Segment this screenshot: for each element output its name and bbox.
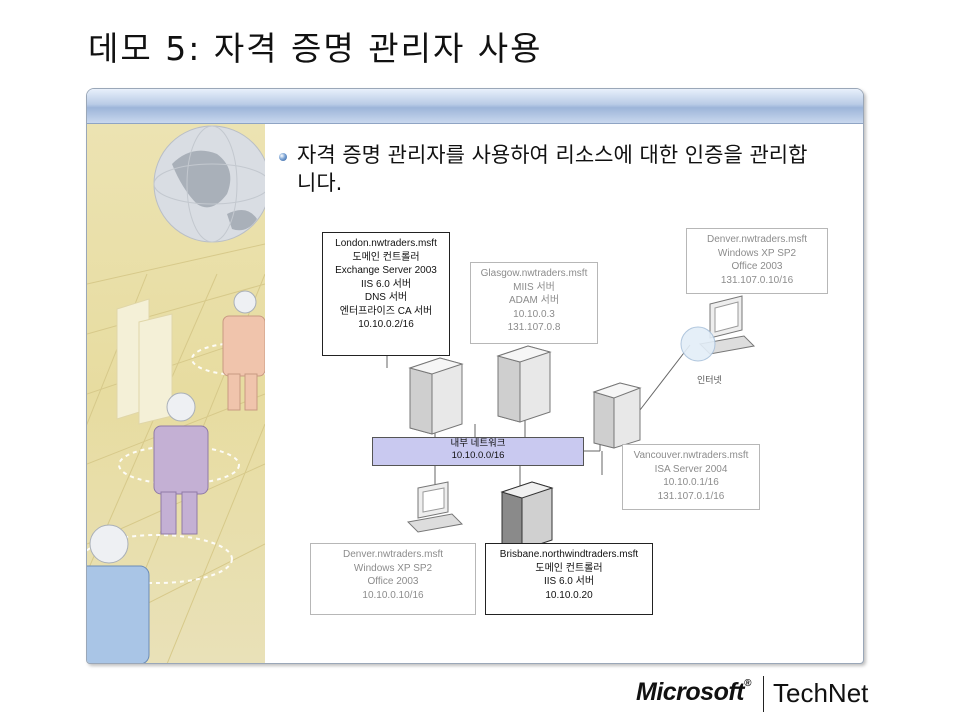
label-line: Glasgow.nwtraders.msft: [480, 268, 588, 279]
label-line: Denver.nwtraders.msft: [342, 549, 444, 560]
label-line: 10.10.0.2/16: [358, 319, 414, 330]
workstation-label-denver-bottom: Denver.nwtraders.msft Windows XP SP2 Off…: [310, 543, 476, 615]
label-line: MIIS 서버: [513, 281, 555, 293]
label-line: Vancouver.nwtraders.msft: [633, 450, 749, 461]
microsoft-logo-text: Microsoft: [636, 678, 745, 706]
label-line: ISA Server 2004: [654, 463, 728, 475]
label-line: DNS 서버: [364, 292, 408, 303]
label-line: ADAM 서버: [508, 295, 560, 306]
server-label-london: London.nwtraders.msft 도메인 컨트롤러 Exchange …: [322, 232, 450, 356]
label-line: Exchange Server 2003: [335, 265, 437, 276]
bullet-icon: [279, 153, 287, 161]
registered-mark: ®: [744, 678, 751, 689]
internet-label: 인터넷: [697, 375, 722, 385]
label-line: 10.10.0.20: [545, 589, 593, 601]
label-line: Windows XP SP2: [717, 247, 797, 259]
label-line: Office 2003: [731, 261, 783, 272]
server-label-glasgow: Glasgow.nwtraders.msft MIIS 서버 ADAM 서버 1…: [470, 262, 598, 344]
technet-logo: TechNet: [773, 678, 869, 708]
label-line: Brisbane.northwindtraders.msft: [499, 549, 639, 560]
bullet-text: 자격 증명 관리자를 사용하여 리소스에 대한 인증을 관리합니다.: [297, 143, 808, 195]
label-line: IIS 6.0 서버: [360, 278, 412, 290]
label-line: 도메인 컨트롤러: [352, 251, 420, 263]
label-line: London.nwtraders.msft: [335, 238, 437, 249]
workstation-label-denver-top: Denver.nwtraders.msft Windows XP SP2 Off…: [686, 228, 828, 294]
label-line: 131.107.0.8: [507, 322, 561, 333]
server-label-brisbane: Brisbane.northwindtraders.msft 도메인 컨트롤러 …: [485, 543, 653, 615]
label-line: 10.10.0.1/16: [663, 477, 719, 488]
label-line: Windows XP SP2: [353, 562, 433, 574]
label-line: IIS 6.0 서버: [543, 576, 595, 587]
label-line: 131.107.0.10/16: [720, 274, 794, 286]
label-line: 10.10.0.0/16: [451, 450, 505, 461]
slide-title: 데모 5: 자격 증명 관리자 사용: [88, 29, 543, 68]
label-line: 엔터프라이즈 CA 서버: [339, 305, 433, 317]
internal-network-bar: 내부 네트워크 10.10.0.0/16: [372, 437, 584, 466]
label-line: 내부 네트워크: [450, 438, 506, 449]
label-line: 10.10.0.3: [513, 308, 555, 320]
label-line: 10.10.0.10/16: [362, 589, 424, 601]
label-line: 131.107.0.1/16: [657, 490, 725, 502]
panel-header-bar: [87, 89, 863, 124]
label-line: 도메인 컨트롤러: [535, 562, 603, 574]
label-line: Office 2003: [367, 576, 419, 587]
footer-divider: [763, 676, 764, 712]
label-line: Denver.nwtraders.msft: [706, 234, 808, 245]
server-label-vancouver: Vancouver.nwtraders.msft ISA Server 2004…: [622, 444, 760, 510]
microsoft-logo: Microsoft®: [636, 678, 751, 707]
decorative-people-illustration: [87, 124, 265, 663]
people-globe-art: [87, 125, 265, 663]
bullet-item: 자격 증명 관리자를 사용하여 리소스에 대한 인증을 관리합니다.: [279, 141, 819, 197]
